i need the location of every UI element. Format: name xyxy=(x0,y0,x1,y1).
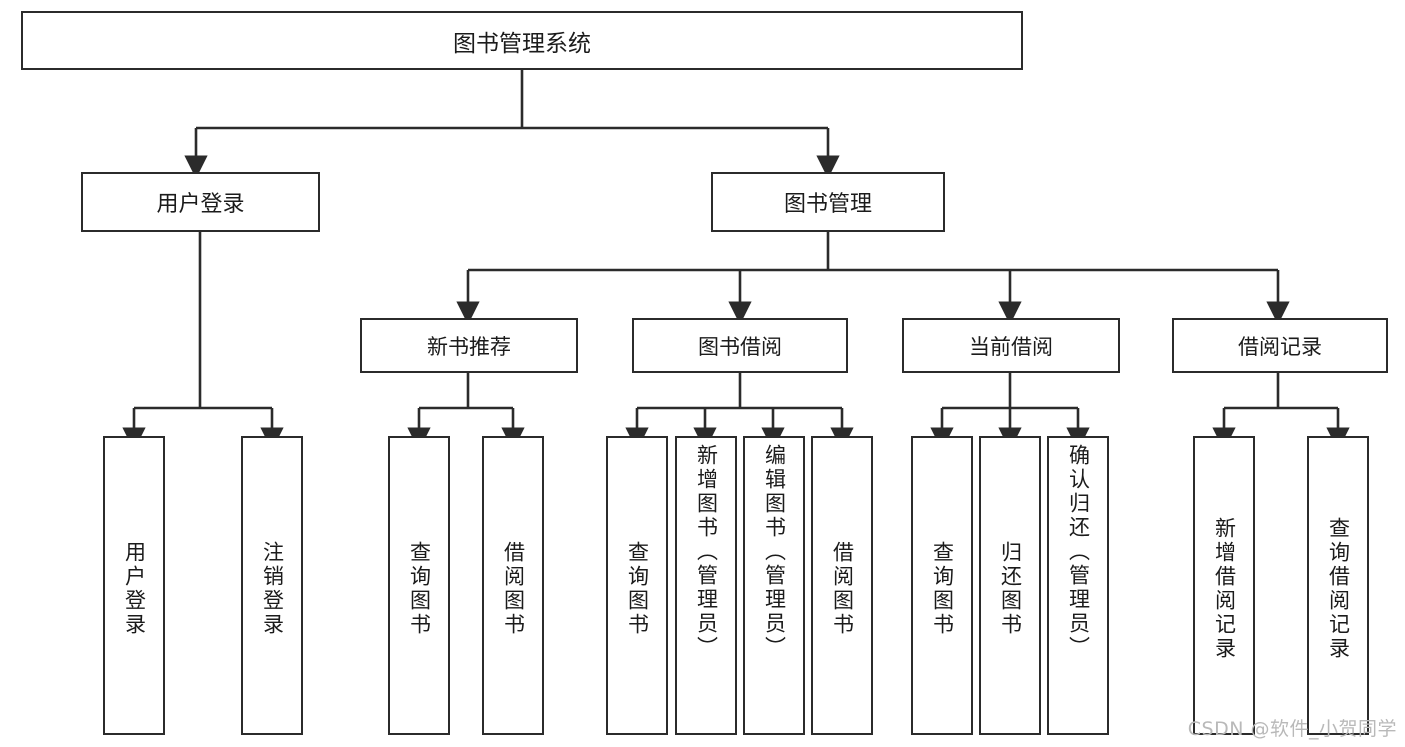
node-user-login-label: 用户登录 xyxy=(156,192,245,217)
node-book-management-label: 图书管理 xyxy=(783,192,872,217)
node-leaf-user-login-label: 用户登录 xyxy=(122,540,147,637)
node-leaf-query-book-3-label: 查询图书 xyxy=(930,540,955,637)
csdn-watermark: CSDN @软件_小贺同学 xyxy=(1187,718,1397,740)
node-new-book-recommend-label: 新书推荐 xyxy=(427,334,511,359)
node-root[interactable]: 图书管理系统 xyxy=(21,11,1023,70)
node-leaf-edit-book[interactable]: 编辑图书（管理员） xyxy=(743,436,805,735)
node-leaf-borrow-book-1-label: 借阅图书 xyxy=(501,540,526,637)
node-root-label: 图书管理系统 xyxy=(453,30,591,57)
node-book-borrow[interactable]: 图书借阅 xyxy=(632,318,848,373)
node-leaf-query-book-3[interactable]: 查询图书 xyxy=(911,436,973,735)
node-leaf-logout-login-label: 注销登录 xyxy=(260,540,285,637)
node-leaf-return-book-label: 归还图书 xyxy=(998,540,1023,637)
node-leaf-borrow-book-2[interactable]: 借阅图书 xyxy=(811,436,873,735)
node-new-book-recommend[interactable]: 新书推荐 xyxy=(360,318,578,373)
node-leaf-query-book-2[interactable]: 查询图书 xyxy=(606,436,668,735)
node-leaf-logout-login[interactable]: 注销登录 xyxy=(241,436,303,735)
node-leaf-query-borrow-record[interactable]: 查询借阅记录 xyxy=(1307,436,1369,735)
node-leaf-edit-book-label: 编辑图书（管理员） xyxy=(762,444,787,660)
node-current-borrow[interactable]: 当前借阅 xyxy=(902,318,1120,373)
node-leaf-confirm-return[interactable]: 确认归还（管理员） xyxy=(1047,436,1109,735)
node-book-management[interactable]: 图书管理 xyxy=(711,172,945,232)
node-leaf-query-book-1-label: 查询图书 xyxy=(407,540,432,637)
node-leaf-user-login[interactable]: 用户登录 xyxy=(103,436,165,735)
node-leaf-query-borrow-record-label: 查询借阅记录 xyxy=(1326,516,1351,661)
node-user-login[interactable]: 用户登录 xyxy=(81,172,320,232)
node-book-borrow-label: 图书借阅 xyxy=(698,334,782,359)
node-leaf-add-borrow-record-label: 新增借阅记录 xyxy=(1212,516,1237,661)
node-leaf-add-book-label: 新增图书（管理员） xyxy=(694,444,719,660)
node-leaf-confirm-return-label: 确认归还（管理员） xyxy=(1066,444,1091,660)
node-borrow-record-label: 借阅记录 xyxy=(1238,334,1322,359)
node-leaf-return-book[interactable]: 归还图书 xyxy=(979,436,1041,735)
node-leaf-borrow-book-1[interactable]: 借阅图书 xyxy=(482,436,544,735)
node-leaf-query-book-2-label: 查询图书 xyxy=(625,540,650,637)
node-leaf-add-borrow-record[interactable]: 新增借阅记录 xyxy=(1193,436,1255,735)
node-leaf-add-book[interactable]: 新增图书（管理员） xyxy=(675,436,737,735)
node-leaf-query-book-1[interactable]: 查询图书 xyxy=(388,436,450,735)
node-current-borrow-label: 当前借阅 xyxy=(969,334,1053,359)
node-leaf-borrow-book-2-label: 借阅图书 xyxy=(830,540,855,637)
node-borrow-record[interactable]: 借阅记录 xyxy=(1172,318,1388,373)
